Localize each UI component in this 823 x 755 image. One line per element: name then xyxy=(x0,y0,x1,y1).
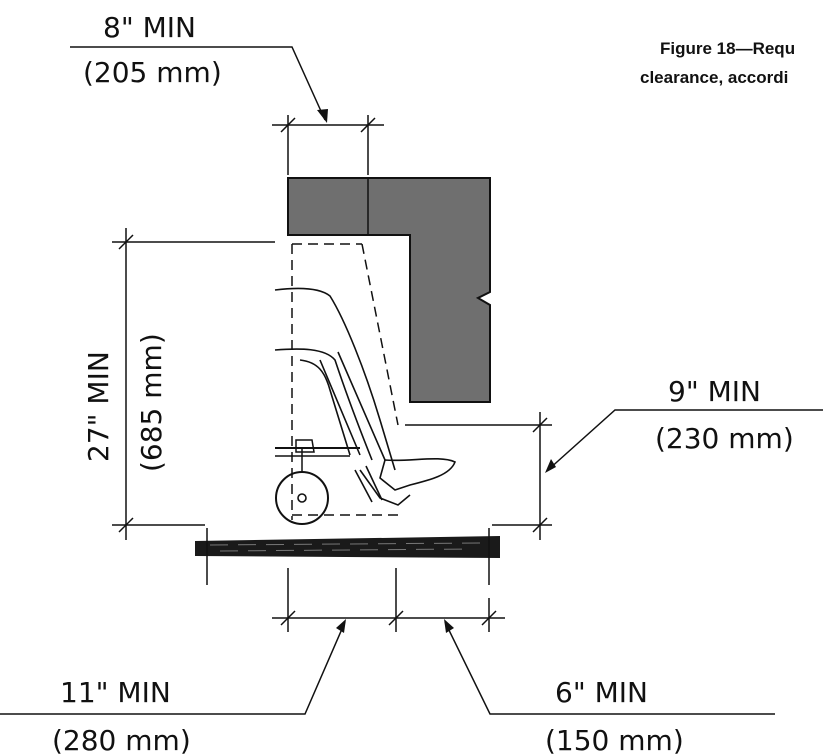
caption-line-1: Figure 18—Requ xyxy=(660,39,795,58)
dim-top-metric: (205 mm) xyxy=(83,56,222,89)
lower-leg xyxy=(319,351,386,461)
dimension-lines xyxy=(0,46,823,715)
dim-toe-height-label: 9" MIN xyxy=(668,375,761,408)
arrowheads xyxy=(317,109,556,633)
dim-knee-height-metric: (685 mm) xyxy=(135,333,168,472)
counter-section xyxy=(287,177,491,403)
dim-top-label: 8" MIN xyxy=(103,11,196,44)
caption-line-2: clearance, accordi xyxy=(640,68,788,87)
dim-knee-height-label: 27" MIN xyxy=(82,351,115,462)
footrest xyxy=(359,469,411,506)
dim-toe-depth-metric: (150 mm) xyxy=(545,724,684,755)
dim-toe-height-metric: (230 mm) xyxy=(655,422,794,455)
counter-body xyxy=(287,177,491,403)
figure-caption: Figure 18—Requ clearance, accordi xyxy=(640,39,795,87)
thigh-outline xyxy=(274,287,396,471)
wheelchair-figure xyxy=(274,287,457,525)
dim-knee-depth-label: 11" MIN xyxy=(60,676,171,709)
wheelchair-frame-inner xyxy=(299,359,351,456)
wheelchair-frame xyxy=(274,348,373,461)
dim-knee-depth-metric: (280 mm) xyxy=(52,724,191,755)
dimension-labels: 8" MIN (205 mm) 27" MIN (685 mm) 9" MIN … xyxy=(52,11,794,755)
dim-toe-depth-label: 6" MIN xyxy=(555,676,648,709)
front-wheel xyxy=(275,471,329,525)
floor xyxy=(195,528,500,585)
clearance-envelope xyxy=(291,243,399,520)
foot xyxy=(379,458,457,491)
